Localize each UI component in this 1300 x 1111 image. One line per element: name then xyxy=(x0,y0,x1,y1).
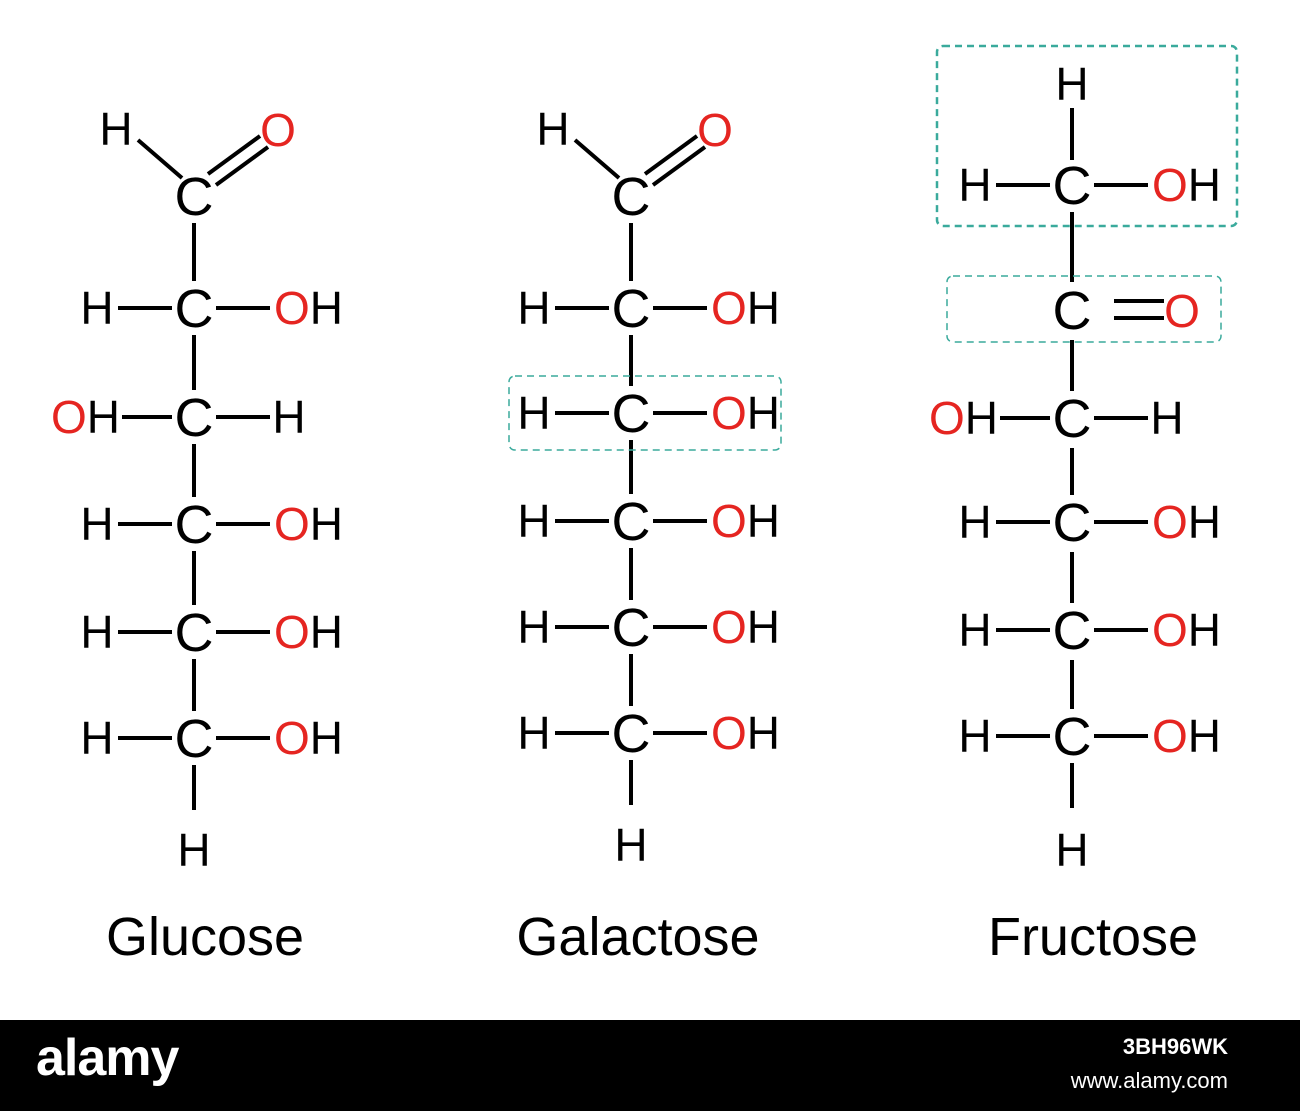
hydrogen-atom-1: H xyxy=(958,496,991,548)
c1-top-hydrogen: H xyxy=(1055,58,1088,110)
aldehyde-hydrogen: H xyxy=(99,103,132,155)
carbonyl-bond-2 xyxy=(651,145,707,187)
hydroxyl-group-3: OH xyxy=(1152,710,1221,762)
carbon-atom-3: C xyxy=(1053,707,1092,767)
highlight-box-c3 xyxy=(508,375,782,451)
alamy-logo: alamy xyxy=(36,1029,179,1087)
hydrogen-atom-2: H xyxy=(517,495,550,547)
hydrogen-atom-1: H xyxy=(272,391,305,443)
hydrogen-atom-4: H xyxy=(80,712,113,764)
hydroxyl-group-2: OH xyxy=(1152,604,1221,656)
hydrogen-atom-4: H xyxy=(517,707,550,759)
hydrogen-atom-1: H xyxy=(517,387,550,439)
aldehyde-hydrogen: H xyxy=(536,103,569,155)
hydroxyl-group-2: OH xyxy=(274,498,343,550)
hydrogen-atom-2: H xyxy=(958,604,991,656)
hydroxyl-group-1: OH xyxy=(711,387,780,439)
glucose-label: Glucose xyxy=(106,907,304,967)
fructose-label: Fructose xyxy=(988,907,1198,967)
hydrogen-atom-c1: H xyxy=(958,159,991,211)
carbon-atom-4: C xyxy=(612,704,651,764)
galactose-label: Galactose xyxy=(516,907,759,967)
hydroxyl-group-4: OH xyxy=(274,712,343,764)
terminal-hydrogen: H xyxy=(614,819,647,871)
hydroxyl-group-0: OH xyxy=(929,392,998,444)
highlight-box-c1 xyxy=(935,44,1239,228)
hydroxyl-group-3: OH xyxy=(711,601,780,653)
hydroxyl-group-1: OH xyxy=(1152,496,1221,548)
carbon-atom-0: C xyxy=(1053,389,1092,449)
carbonyl-bond-1 xyxy=(643,134,699,176)
hydroxyl-group-c1: OH xyxy=(1152,159,1221,211)
hydroxyl-group-1: OH xyxy=(51,391,120,443)
hydroxyl-group-0: OH xyxy=(274,282,343,334)
aldehyde-oxygen: O xyxy=(260,104,296,156)
terminal-hydrogen: H xyxy=(1055,824,1088,876)
carbon-atom-0: C xyxy=(612,279,651,339)
carbon-atom-2: C xyxy=(612,492,651,552)
carbon-atom-1: C xyxy=(175,388,214,448)
hydroxyl-group-2: OH xyxy=(711,495,780,547)
aldehyde-h-bond xyxy=(136,138,184,180)
carbonyl-bond-2 xyxy=(214,145,270,187)
carbon-atom-1: C xyxy=(1053,493,1092,553)
hydroxyl-group-3: OH xyxy=(274,606,343,658)
hydrogen-atom-0: H xyxy=(80,282,113,334)
carbon-atom-2: C xyxy=(1053,601,1092,661)
carbon-atom-3: C xyxy=(612,598,651,658)
source-url: www.alamy.com xyxy=(1070,1068,1228,1093)
terminal-hydrogen: H xyxy=(177,824,210,876)
ketone-carbon: C xyxy=(1053,281,1092,341)
hydrogen-atom-2: H xyxy=(80,498,113,550)
hydrogen-atom-0: H xyxy=(1150,392,1183,444)
aldehyde-h-bond xyxy=(573,138,621,180)
hydrogen-atom-0: H xyxy=(517,282,550,334)
carbon-atom-0: C xyxy=(175,279,214,339)
carbon-atom-2: C xyxy=(175,495,214,555)
hydrogen-atom-3: H xyxy=(517,601,550,653)
carbon-atom-c1: C xyxy=(1053,156,1092,216)
aldehyde-oxygen: O xyxy=(697,104,733,156)
hydrogen-atom-3: H xyxy=(958,710,991,762)
ketone-oxygen: O xyxy=(1164,285,1200,337)
carbon-atom-1: C xyxy=(612,384,651,444)
hydroxyl-group-4: OH xyxy=(711,707,780,759)
carbon-atom-3: C xyxy=(175,603,214,663)
hydroxyl-group-0: OH xyxy=(711,282,780,334)
image-id: 3BH96WK xyxy=(1122,1034,1228,1059)
carbonyl-bond-1 xyxy=(206,134,262,176)
watermark-bar: alamy 3BH96WK www.alamy.com xyxy=(0,1020,1300,1111)
hydrogen-atom-3: H xyxy=(80,606,113,658)
carbon-atom-4: C xyxy=(175,709,214,769)
